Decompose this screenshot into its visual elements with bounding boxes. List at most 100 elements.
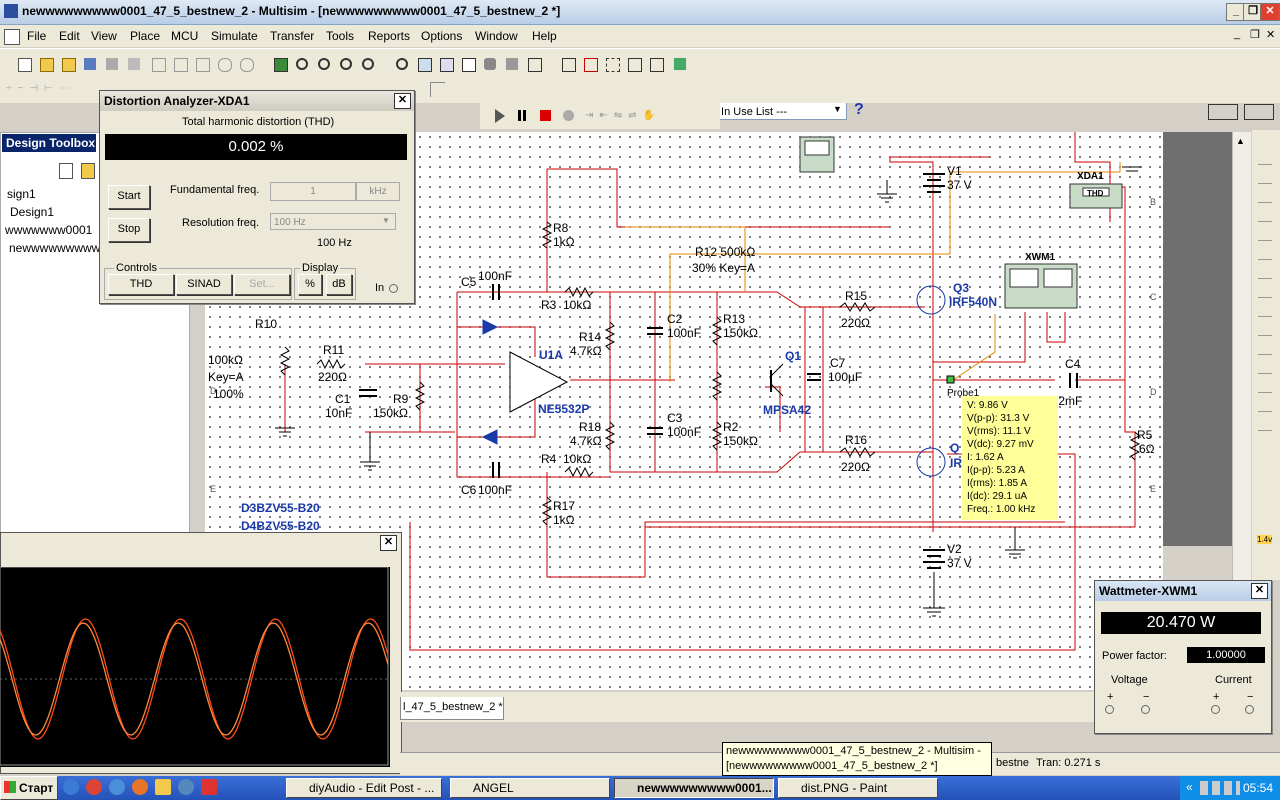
- collapse-tray-icon[interactable]: «: [1186, 780, 1193, 794]
- stop-button[interactable]: Stop: [108, 218, 150, 242]
- close-icon[interactable]: ✕: [380, 535, 397, 551]
- cut-icon[interactable]: [148, 54, 168, 74]
- terminal-icon[interactable]: [1141, 705, 1150, 714]
- doc-close-button[interactable]: ✕: [1266, 29, 1276, 41]
- db-button[interactable]: dB: [326, 274, 352, 295]
- doc-minimize-button[interactable]: _: [1234, 28, 1241, 40]
- open-icon[interactable]: [36, 54, 56, 74]
- open-design-icon[interactable]: [81, 163, 95, 179]
- menu-place[interactable]: Place: [130, 29, 161, 43]
- menu-file[interactable]: File: [27, 29, 47, 43]
- search-icon[interactable]: [392, 54, 412, 74]
- instrument-panel-icon[interactable]: [1208, 104, 1238, 120]
- fund-freq-unit[interactable]: kHz: [356, 182, 400, 201]
- pause-icon[interactable]: [518, 110, 521, 121]
- thd-button[interactable]: THD: [108, 274, 174, 295]
- scroll-up-icon[interactable]: ▲: [1236, 136, 1245, 146]
- task-angel[interactable]: ANGEL: [450, 778, 610, 798]
- close-button[interactable]: ✕: [1260, 3, 1280, 21]
- zoom-out-icon[interactable]: [314, 54, 334, 74]
- design-toolbox-icon[interactable]: [436, 54, 456, 74]
- menu-mcu[interactable]: MCU: [171, 29, 199, 43]
- electrical-rules-icon[interactable]: [558, 54, 578, 74]
- app-icon[interactable]: [178, 779, 194, 795]
- acrobat-icon[interactable]: [201, 779, 217, 795]
- spreadsheet-icon[interactable]: [414, 54, 434, 74]
- set-button[interactable]: Set...: [234, 274, 290, 295]
- backannotate-icon[interactable]: [646, 54, 666, 74]
- step-icon[interactable]: [563, 110, 574, 121]
- tree-item[interactable]: wwwwwww0001: [5, 223, 93, 237]
- probe-tools-icon[interactable]: ⇥⇤⇋⇌✋: [585, 110, 661, 121]
- sinad-button[interactable]: SINAD: [176, 274, 232, 295]
- component-wizard-icon[interactable]: [502, 54, 522, 74]
- instrument-icons[interactable]: [1258, 146, 1272, 446]
- menu-options[interactable]: Options: [421, 29, 463, 43]
- firefox-icon[interactable]: [132, 779, 148, 795]
- chevron-down-icon[interactable]: ▼: [833, 104, 842, 114]
- pause-toggle-icon[interactable]: [1244, 104, 1274, 120]
- zoom-area-icon[interactable]: [336, 54, 356, 74]
- redo-icon[interactable]: [236, 54, 256, 74]
- chrome-icon[interactable]: [86, 779, 102, 795]
- menu-window[interactable]: Window: [475, 29, 518, 43]
- zoom-in-icon[interactable]: [292, 54, 312, 74]
- menu-edit[interactable]: Edit: [59, 29, 80, 43]
- start-button[interactable]: Start: [108, 185, 150, 209]
- print-icon[interactable]: [102, 54, 122, 74]
- fullscreen-icon[interactable]: [270, 54, 290, 74]
- close-icon[interactable]: ✕: [394, 93, 411, 109]
- doc-restore-button[interactable]: ❐: [1250, 29, 1260, 41]
- corner-icon[interactable]: [430, 82, 445, 97]
- help-icon[interactable]: ?: [854, 101, 864, 118]
- database-icon[interactable]: [480, 54, 500, 74]
- folder-icon[interactable]: [155, 779, 171, 795]
- tree-item[interactable]: Design1: [10, 205, 55, 219]
- wattmeter-title[interactable]: Wattmeter-XWM1: [1095, 581, 1271, 601]
- percent-button[interactable]: %: [298, 274, 322, 295]
- task-paint[interactable]: dist.PNG - Paint: [778, 778, 938, 798]
- task-diyaudio[interactable]: diyAudio - Edit Post - ...: [286, 778, 442, 798]
- input-terminal-icon[interactable]: [389, 284, 398, 293]
- print-preview-icon[interactable]: [124, 54, 144, 74]
- close-icon[interactable]: ✕: [1251, 583, 1268, 599]
- postprocessor-icon[interactable]: [524, 54, 544, 74]
- open-sample-icon[interactable]: [58, 54, 78, 74]
- tree-item[interactable]: sign1: [7, 187, 36, 201]
- grapher-icon[interactable]: [458, 54, 478, 74]
- menu-help[interactable]: Help: [532, 29, 557, 43]
- save-icon[interactable]: [80, 54, 100, 74]
- capture-area-icon[interactable]: [602, 54, 622, 74]
- ie-icon[interactable]: [109, 779, 125, 795]
- document-icon[interactable]: [4, 29, 20, 45]
- undo-icon[interactable]: [214, 54, 234, 74]
- tray-icons[interactable]: [1200, 781, 1240, 795]
- menu-view[interactable]: View: [91, 29, 117, 43]
- chevron-down-icon[interactable]: ▼: [382, 216, 390, 225]
- run-icon[interactable]: [495, 109, 505, 123]
- in-use-list-select[interactable]: --- In Use List ---: [703, 102, 847, 120]
- terminal-icon[interactable]: [1105, 705, 1114, 714]
- distortion-analyzer-title[interactable]: Distortion Analyzer-XDA1: [100, 91, 414, 111]
- document-tab[interactable]: l_47_5_bestnew_2 *: [400, 697, 504, 720]
- terminal-icon[interactable]: [1245, 705, 1254, 714]
- res-freq-select[interactable]: 100 Hz: [270, 213, 396, 230]
- copy-icon[interactable]: [170, 54, 190, 74]
- tree-item[interactable]: newwwwwwwww0: [9, 241, 108, 255]
- terminal-icon[interactable]: [1211, 705, 1220, 714]
- component-icons[interactable]: ÷~⊣⊢⋯: [6, 83, 75, 94]
- app-icon[interactable]: [4, 4, 18, 18]
- zoom-fit-icon[interactable]: [358, 54, 378, 74]
- new-design-icon[interactable]: [59, 163, 73, 179]
- menu-tools[interactable]: Tools: [326, 29, 355, 43]
- goto-parent-icon[interactable]: [624, 54, 644, 74]
- task-multisim[interactable]: newwwwwwwww0001...: [614, 778, 774, 798]
- stop-icon[interactable]: [540, 110, 551, 121]
- new-icon[interactable]: [14, 54, 34, 74]
- menu-reports[interactable]: Reports: [368, 29, 411, 43]
- explorer-icon[interactable]: [63, 779, 79, 795]
- menu-simulate[interactable]: Simulate: [211, 29, 258, 43]
- transfer-icon[interactable]: [670, 54, 690, 74]
- paste-icon[interactable]: [192, 54, 212, 74]
- fund-freq-input[interactable]: 1: [270, 182, 356, 201]
